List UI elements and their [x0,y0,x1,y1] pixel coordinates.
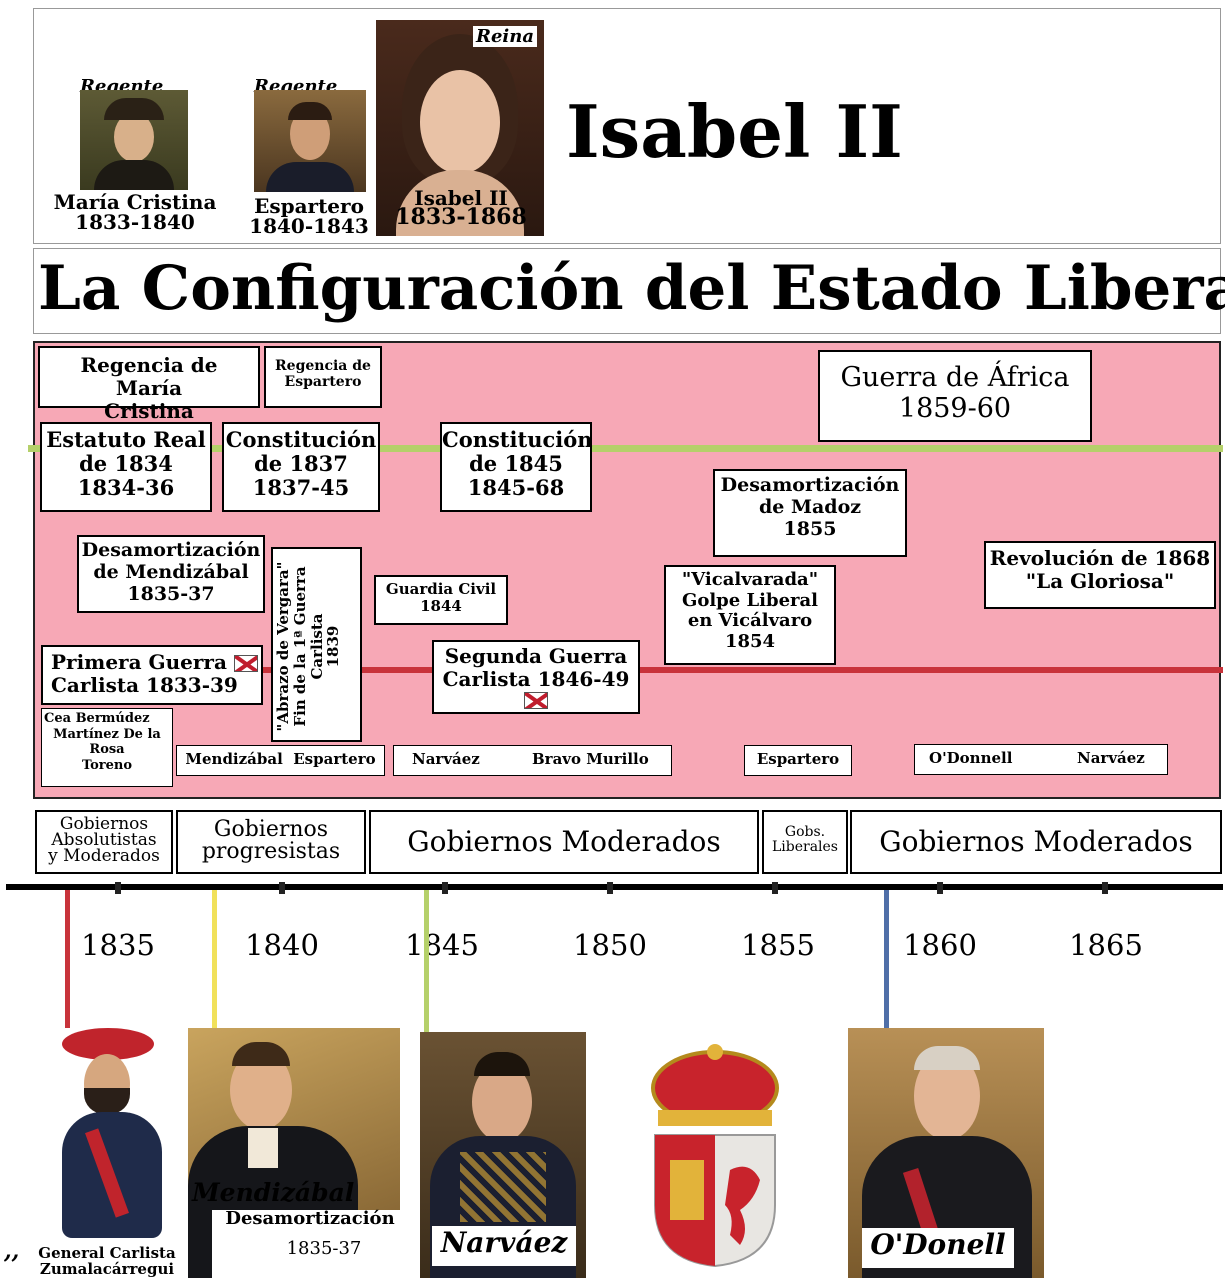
gov-moderados-1: Gobiernos Moderados [369,810,759,874]
guerra-africa: Guerra de África 1859-60 [818,350,1092,442]
war-line [250,667,1223,673]
timeline-tick [607,882,613,894]
portrait-role-label: Reina [473,26,537,47]
guardia-civil: Guardia Civil 1844 [374,575,508,625]
subtitle: La Configuración del Estado Liberal [38,253,1225,324]
portrait-name: Espartero [254,194,364,218]
prime-ministers-1844-1854: Narváez Bravo Murillo [393,745,672,776]
gov-liberales: Gobs. Liberales [762,810,848,874]
timeline-tick [937,882,943,894]
timeline-axis [6,884,1223,890]
desamortizacion-madoz: Desamortización de Madoz 1855 [713,469,907,557]
coat-of-arms-icon [640,1040,790,1270]
carlist-flag-icon [524,692,548,709]
zumalacarregui-caption: General Carlista Zumalacárregui [38,1244,176,1278]
abrazo-de-vergara: "Abrazo de Vergara" Fin de la 1ª Guerra … [271,547,362,742]
portrait-name: Isabel II [414,186,508,210]
odonnell-name: O'Donell [870,1228,1006,1261]
header-frame [33,8,1221,244]
segunda-guerra-carlista: Segunda Guerra Carlista 1846-49 [432,640,640,714]
desamortizacion-mendizabal: Desamortización de Mendizábal 1835-37 [77,535,265,613]
timeline-tick [1102,882,1108,894]
carlist-flag-icon [233,655,258,672]
gov-moderados-2: Gobiernos Moderados [850,810,1222,874]
portrait-name: María Cristina [53,190,217,214]
timeline-year: 1840 [245,928,319,962]
timeline-tick [279,882,285,894]
constitucion-1837: Constitución de 1837 1837-45 [222,422,380,512]
timeline-year: 1835 [81,928,155,962]
narvaez-name: Narváez [440,1226,568,1259]
prime-ministers-1835-1843: Mendizábal Espartero [176,745,385,776]
regencia-maria-cristina: Regencia de María Cristina [38,346,260,423]
prime-minister-1854: Espartero [744,745,852,776]
gov-absolutistas-moderados: Gobiernos Absolutistas y Moderados [35,810,173,874]
mendizabal-desam: Desamortización [225,1208,395,1229]
mendizabal-name: Mendizábal [192,1178,355,1207]
quote-mark: ,, [4,1238,20,1264]
connector-line-green [424,890,429,1035]
timeline-year: 1845 [405,928,479,962]
timeline-year: 1855 [741,928,815,962]
timeline-year: 1850 [573,928,647,962]
espartero-portrait [254,90,366,192]
connector-line-yellow [212,890,217,1030]
gov-progresistas: Gobiernos progresistas [176,810,366,874]
prime-ministers-1856-1868: O'Donnell Narváez [914,744,1168,775]
estatuto-real: Estatuto Real de 1834 1834-36 [40,422,212,512]
mendizabal-caption-box [212,1210,400,1278]
connector-line-blue [884,890,889,1028]
timeline-tick [772,882,778,894]
regencia-espartero: Regencia de Espartero [264,346,382,408]
page-title: Isabel II [566,89,903,174]
timeline-tick [115,882,121,894]
mendizabal-years: 1835-37 [286,1238,362,1259]
vicalvarada: "Vicalvarada" Golpe Liberal en Vicálvaro… [664,565,836,665]
portrait-years: 1833-1840 [75,210,195,234]
maria-cristina-portrait [80,90,188,190]
portrait-years: 1840-1843 [249,214,369,238]
connector-line-red [65,890,70,1028]
timeline-tick [442,882,448,894]
isabel-ii-portrait [376,20,544,236]
constitution-line [28,445,1223,452]
constitucion-1845: Constitución de 1845 1845-68 [440,422,593,512]
odonnell-caption-box [862,1228,1014,1268]
zumalacarregui-portrait [40,1028,186,1238]
timeline-year: 1860 [903,928,977,962]
cea-bermudez-box: Cea Bermúdez Martínez De la Rosa Toreno [41,708,173,787]
subtitle-frame [33,248,1221,334]
timeline-year: 1865 [1069,928,1143,962]
narvaez-caption-box [432,1226,576,1266]
primera-guerra-carlista: Primera Guerra Carlista 1833-39 [41,645,263,705]
revolucion-1868: Revolución de 1868 "La Gloriosa" [984,541,1216,609]
portrait-years: 1833-1868 [395,204,527,230]
